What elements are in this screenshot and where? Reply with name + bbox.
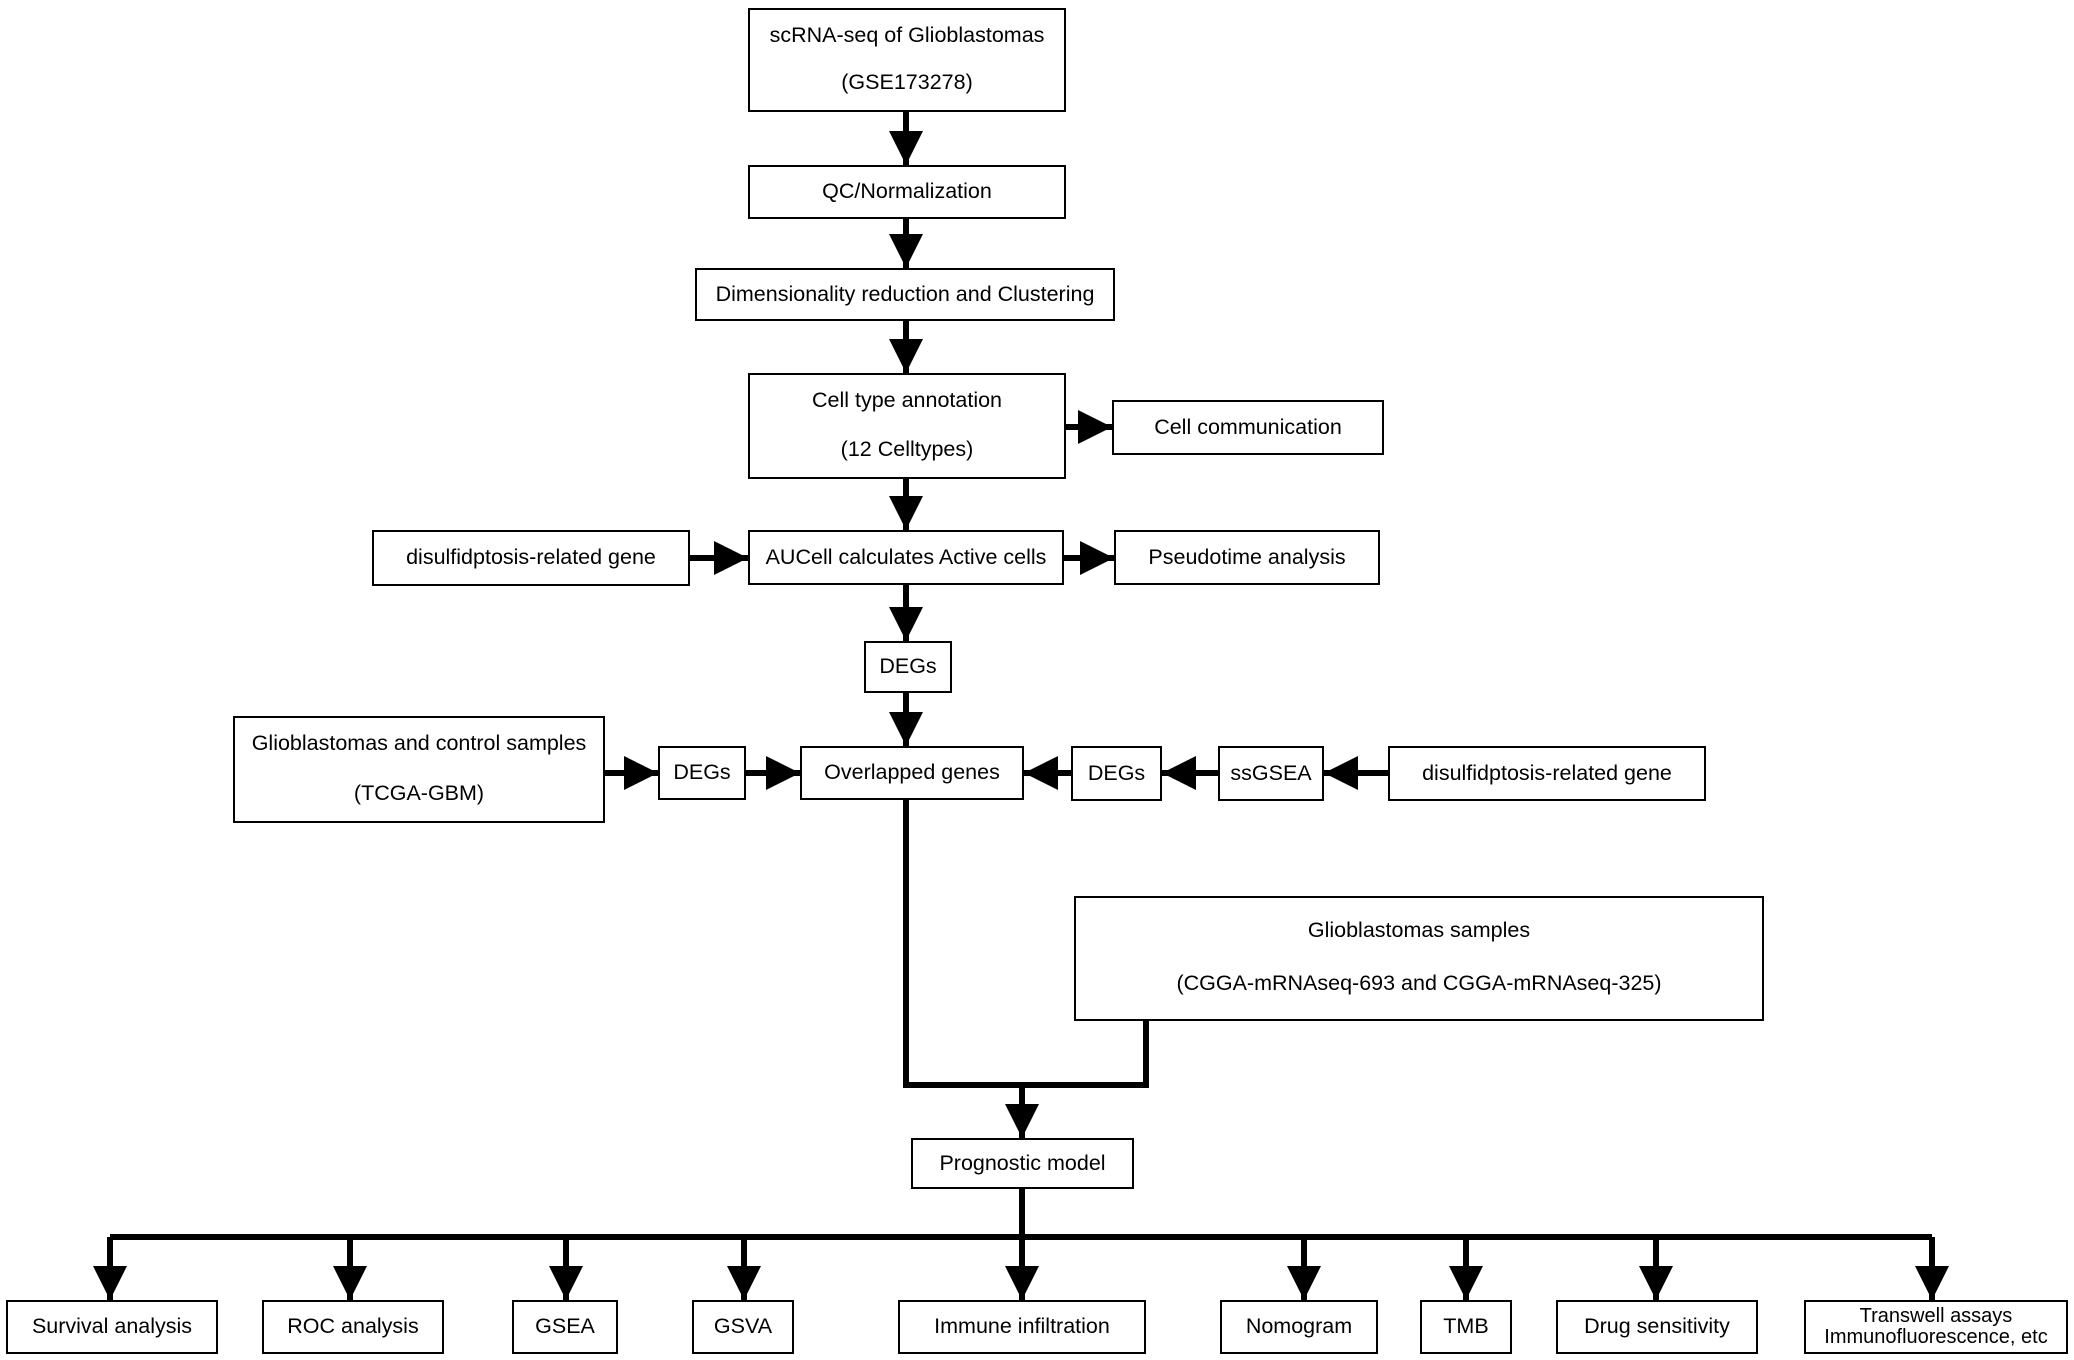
- gsea-box: GSEA: [512, 1300, 618, 1354]
- aucell-box: AUCell calculates Active cells: [748, 530, 1064, 585]
- ssgsea-label: ssGSEA: [1230, 760, 1312, 785]
- gsva-box: GSVA: [692, 1300, 794, 1354]
- cell-communication-box: Cell communication: [1112, 400, 1384, 455]
- overlapped-genes-box: Overlapped genes: [800, 746, 1024, 800]
- scrna-seq-accession: (GSE173278): [841, 70, 973, 95]
- scrna-seq-box: scRNA-seq of Glioblastomas (GSE173278): [748, 8, 1066, 112]
- survival-analysis-box: Survival analysis: [6, 1300, 218, 1354]
- drug-sensitivity-label: Drug sensitivity: [1584, 1314, 1730, 1339]
- prognostic-model-label: Prognostic model: [939, 1150, 1106, 1175]
- pseudotime-analysis-box: Pseudotime analysis: [1114, 530, 1380, 585]
- dimensionality-reduction-box: Dimensionality reduction and Clustering: [695, 268, 1115, 321]
- cell-type-annotation-title: Cell type annotation: [811, 388, 1003, 412]
- degs-box-left: DEGs: [658, 746, 746, 800]
- degs-label-middle: DEGs: [879, 654, 937, 679]
- prognostic-model-box: Prognostic model: [911, 1138, 1134, 1189]
- tcga-samples-source: (TCGA-GBM): [353, 781, 485, 806]
- nomogram-box: Nomogram: [1220, 1300, 1378, 1354]
- transwell-assays-label: Transwell assays: [1859, 1305, 2013, 1327]
- tcga-samples-box: Glioblastomas and control samples (TCGA-…: [233, 716, 605, 823]
- cell-type-annotation-box: Cell type annotation (12 Celltypes): [748, 373, 1066, 479]
- drug-sensitivity-box: Drug sensitivity: [1556, 1300, 1758, 1354]
- dimensionality-reduction-label: Dimensionality reduction and Clustering: [715, 281, 1095, 306]
- cell-type-count: (12 Celltypes): [840, 437, 974, 462]
- degs-box-right: DEGs: [1071, 746, 1162, 801]
- disulfidptosis-gene-label-right: disulfidptosis-related gene: [1422, 760, 1672, 785]
- gsea-label: GSEA: [535, 1314, 595, 1339]
- cgga-samples-source: (CGGA-mRNAseq-693 and CGGA-mRNAseq-325): [1176, 971, 1662, 996]
- transwell-assays-box: Transwell assays Immunofluorescence, etc: [1804, 1300, 2068, 1354]
- tmb-box: TMB: [1420, 1300, 1512, 1354]
- pseudotime-analysis-label: Pseudotime analysis: [1148, 544, 1346, 569]
- nomogram-label: Nomogram: [1245, 1314, 1353, 1339]
- immune-infiltration-label: Immune infiltration: [934, 1314, 1110, 1339]
- disulfidptosis-gene-box-left: disulfidptosis-related gene: [372, 530, 690, 586]
- roc-analysis-box: ROC analysis: [262, 1300, 444, 1354]
- degs-box-middle: DEGs: [864, 641, 952, 693]
- immune-infiltration-box: Immune infiltration: [898, 1300, 1146, 1354]
- qc-normalization-box: QC/Normalization: [748, 165, 1066, 219]
- aucell-label: AUCell calculates Active cells: [765, 544, 1047, 569]
- disulfidptosis-gene-box-right: disulfidptosis-related gene: [1388, 746, 1706, 801]
- cgga-samples-title: Glioblastomas samples: [1307, 918, 1531, 942]
- overlapped-genes-label: Overlapped genes: [824, 760, 1000, 785]
- ssgsea-box: ssGSEA: [1218, 746, 1324, 801]
- gsva-label: GSVA: [713, 1314, 773, 1339]
- immunofluorescence-label: Immunofluorescence, etc: [1824, 1326, 2048, 1348]
- tmb-label: TMB: [1443, 1314, 1489, 1339]
- connector-overlap-merge: [903, 800, 1149, 1088]
- cgga-samples-box: Glioblastomas samples (CGGA-mRNAseq-693 …: [1074, 896, 1764, 1021]
- degs-label-right: DEGs: [1087, 760, 1146, 785]
- disulfidptosis-gene-label-left: disulfidptosis-related gene: [406, 545, 656, 570]
- tcga-samples-title: Glioblastomas and control samples: [251, 731, 587, 755]
- qc-normalization-label: QC/Normalization: [822, 179, 992, 204]
- roc-analysis-label: ROC analysis: [287, 1314, 419, 1339]
- survival-analysis-label: Survival analysis: [31, 1314, 193, 1339]
- degs-label-left: DEGs: [673, 760, 731, 785]
- cell-communication-label: Cell communication: [1154, 414, 1342, 439]
- scrna-seq-title: scRNA-seq of Glioblastomas: [769, 23, 1045, 47]
